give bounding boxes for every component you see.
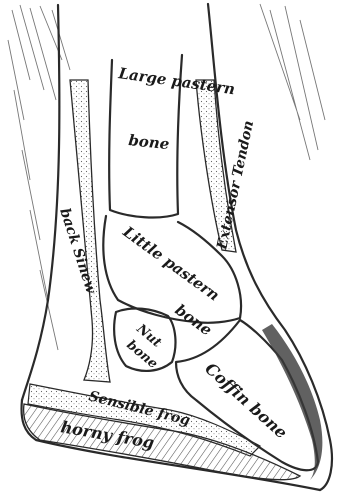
label-little-pastern-bone-line2: bone <box>172 301 216 340</box>
label-large-pastern-bone-line2: bone <box>128 131 171 153</box>
label-little-pastern-bone-line1: Little pastern <box>119 222 223 304</box>
label-large-pastern-bone-line1: Large pastern <box>116 64 236 98</box>
outer-skin-hatching <box>8 4 325 350</box>
